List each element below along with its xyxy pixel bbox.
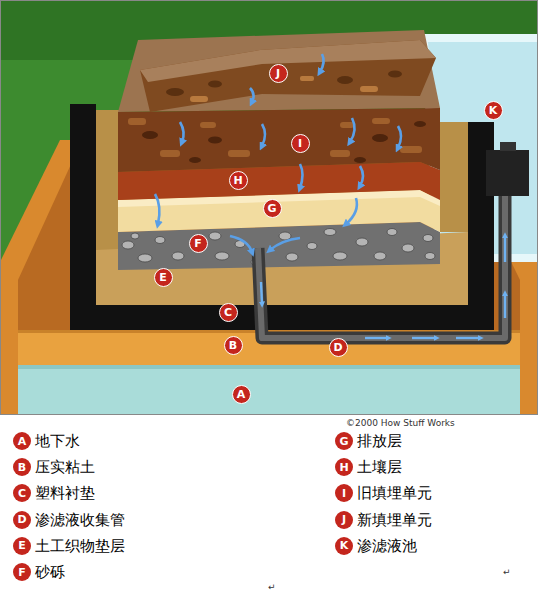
return-mark: ↵ [268, 582, 276, 592]
legend-text: 砂砾 [35, 563, 65, 581]
legend-text: 渗滤液池 [357, 537, 417, 555]
callout-letter: K [489, 105, 498, 116]
callout-number: G [263, 199, 282, 218]
legend-entry: C 塑料衬垫 [13, 483, 95, 503]
legend-swatch: B [13, 458, 31, 476]
callout-letter: K [340, 540, 349, 551]
callout-letter: D [17, 514, 26, 525]
legend-swatch: F [13, 563, 31, 581]
legend-entry: D 渗滤液收集管 [13, 510, 125, 530]
legend-swatch: J [335, 511, 353, 529]
callout-letter: J [342, 514, 346, 525]
callout-number: B [224, 336, 243, 355]
callout-letter: H [339, 462, 348, 473]
callout-letter: C [18, 488, 26, 499]
legend-swatch: G [335, 432, 353, 450]
legend-entry: K 渗滤液池 [335, 536, 417, 556]
legend-text: 新填埋单元 [357, 511, 432, 529]
legend-text: 地下水 [35, 432, 80, 450]
legend-text: 旧填埋单元 [357, 484, 432, 502]
callout-letter: B [229, 340, 237, 351]
legend-entry: I 旧填埋单元 [335, 483, 432, 503]
return-mark: ↵ [503, 567, 511, 577]
legend-text: 压实粘土 [35, 458, 95, 476]
legend-swatch: I [335, 484, 353, 502]
legend-swatch: H [335, 458, 353, 476]
legend-text: 土工织物垫层 [35, 537, 125, 555]
callout-number: E [154, 268, 173, 287]
callout-letter: G [267, 203, 276, 214]
callout-number: C [219, 303, 238, 322]
callout-letter: F [18, 567, 26, 578]
callout-letter: A [237, 389, 246, 400]
legend-text: 渗滤液收集管 [35, 511, 125, 529]
callout-number: A [232, 385, 251, 404]
callout-letter: I [342, 488, 346, 499]
callout-number: D [329, 338, 348, 357]
legend-entry: A 地下水 [13, 431, 80, 451]
legend-swatch: E [13, 537, 31, 555]
copyright-note: ©2000 How Stuff Works [346, 418, 455, 428]
callout-letter: E [159, 272, 167, 283]
legend-swatch: C [13, 484, 31, 502]
callout-letter: B [18, 462, 26, 473]
callout-number: K [484, 101, 503, 120]
callout-letter: D [333, 342, 342, 353]
legend-entry: E 土工织物垫层 [13, 536, 125, 556]
callout-letter: E [18, 540, 26, 551]
callout-number: H [229, 171, 248, 190]
legend-swatch: K [335, 537, 353, 555]
legend-entry: G 排放层 [335, 431, 402, 451]
legend-entry: J 新填埋单元 [335, 510, 432, 530]
legend-text: 塑料衬垫 [35, 484, 95, 502]
legend-entry: F 砂砾 [13, 562, 65, 582]
callout-letter: J [276, 68, 280, 79]
callout-number: I [291, 134, 310, 153]
callout-letter: F [194, 238, 202, 249]
callout-number: F [189, 234, 208, 253]
legend-swatch: D [13, 511, 31, 529]
callout-letter: I [298, 138, 302, 149]
legend-swatch: A [13, 432, 31, 450]
callout-letter: C [224, 307, 232, 318]
legend-text: 排放层 [357, 432, 402, 450]
legend-entry: B 压实粘土 [13, 457, 95, 477]
legend-entry: H 土壤层 [335, 457, 402, 477]
callout-letter: G [339, 436, 348, 447]
callout-letter: A [18, 436, 27, 447]
legend-text: 土壤层 [357, 458, 402, 476]
callout-letter: H [233, 175, 242, 186]
callout-number: J [269, 64, 288, 83]
